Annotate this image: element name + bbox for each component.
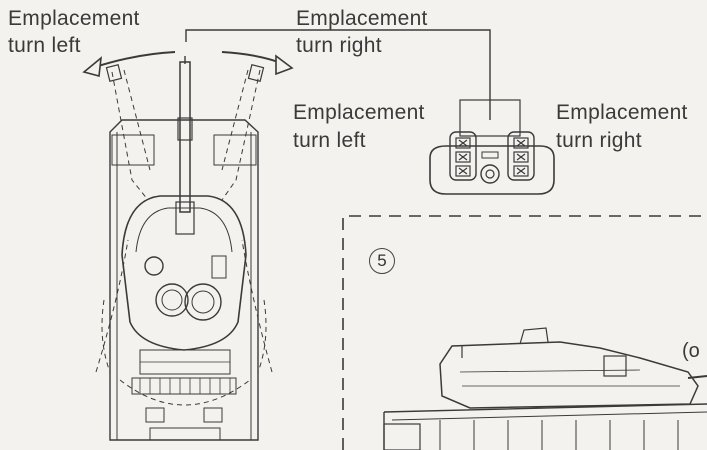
remote-left-label-line1: Emplacement [293,101,425,124]
remote-controller [429,99,555,195]
top-left-label-line2: turn left [8,34,81,57]
step-number-marker: 5 [369,248,395,274]
step-panel-border [342,215,707,450]
top-right-label-line1: Emplacement [296,7,428,30]
cut-off-note-text: (o [682,340,700,362]
tank-top-view [109,56,259,441]
rotate-left-arrow-icon [82,51,176,78]
ghost-barrel-tips [105,64,265,82]
top-left-label-line1: Emplacement [8,7,140,30]
turret-rotation-ghost [95,69,273,406]
callout-line-top [185,29,491,120]
top-right-label-line2: turn right [296,34,382,57]
tank-side-view [383,327,707,450]
remote-right-label-line1: Emplacement [556,101,688,124]
rotate-right-arrow-icon [221,51,294,76]
remote-right-label-line2: turn right [556,129,642,152]
remote-left-label-line2: turn left [293,129,366,152]
